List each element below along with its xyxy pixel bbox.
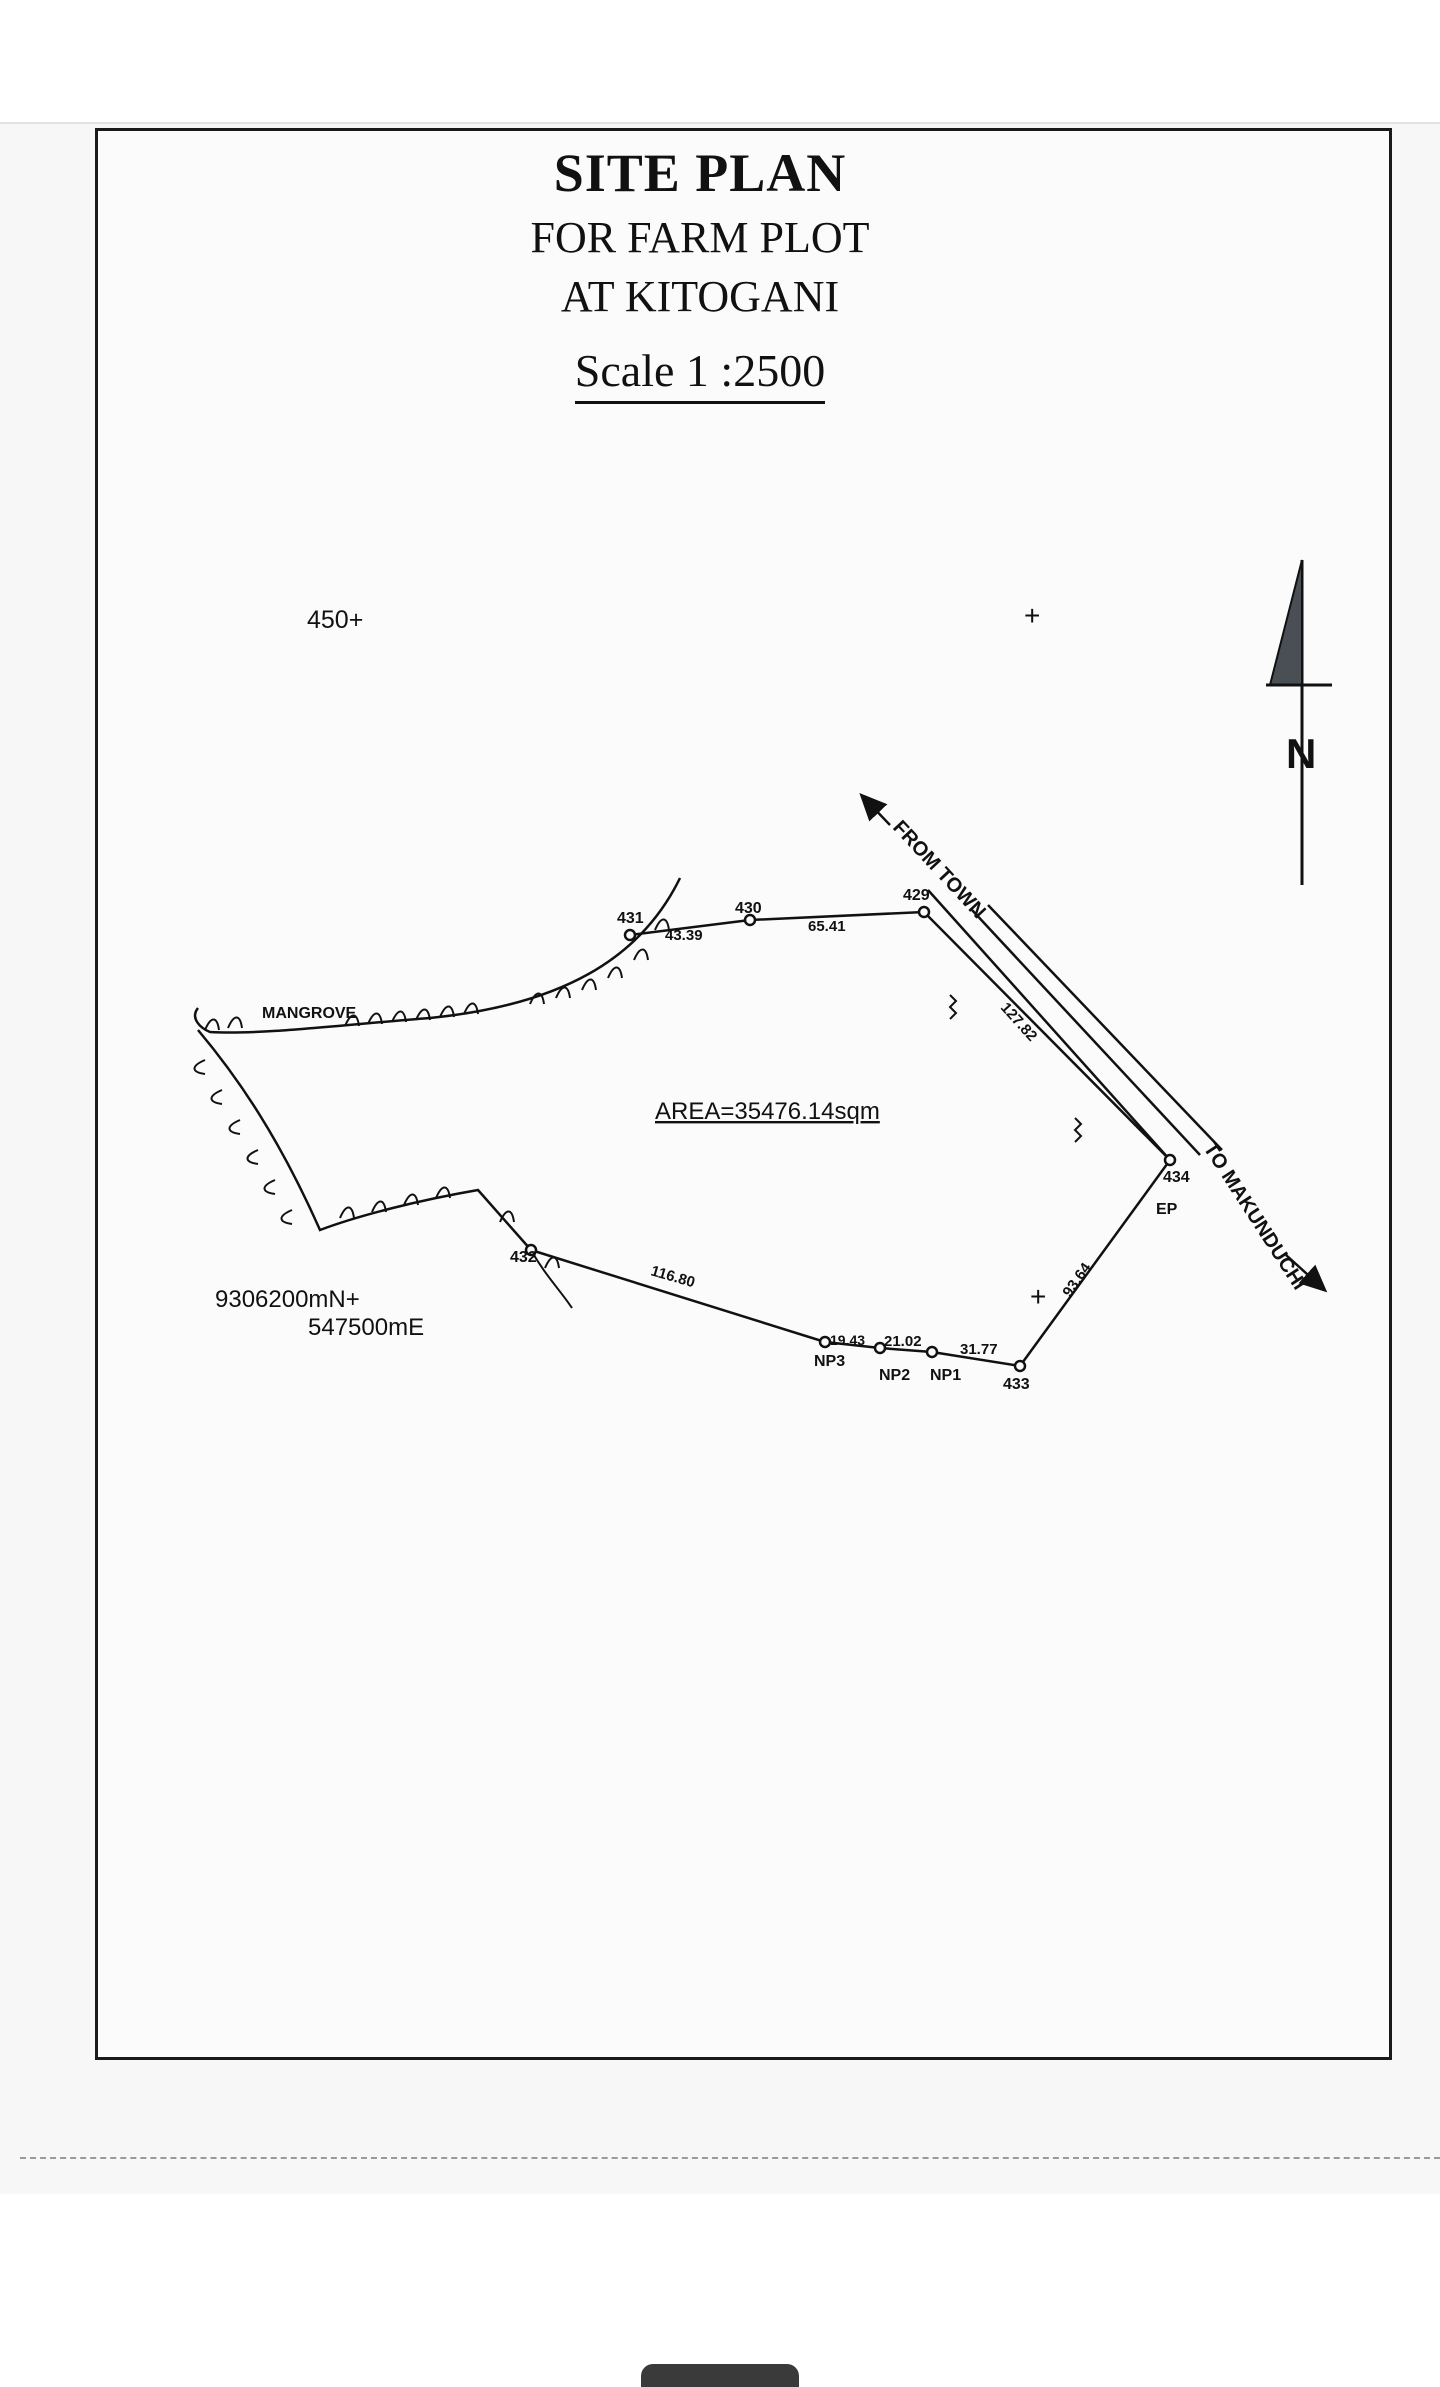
grid-mark-cross-2: + (1030, 1281, 1046, 1312)
title-block: SITE PLAN FOR FARM PLOT AT KITOGANI Scal… (440, 140, 960, 404)
beacon-np3: NP3 (814, 1353, 845, 1370)
mangrove-label: MANGROVE (262, 1005, 357, 1022)
beacon-np1: NP1 (930, 1367, 961, 1384)
arrow-from-town-icon (859, 792, 891, 826)
coordinate-easting: 547500mE (308, 1314, 424, 1341)
beacon-430: 430 (735, 900, 762, 917)
scale-label: Scale 1 :2500 (574, 344, 826, 404)
beacon-ep: EP (1156, 1201, 1178, 1218)
arrow-to-makunduchi-icon (1285, 1254, 1328, 1293)
distance-434-433: 93.64 (1059, 1259, 1095, 1300)
beacon-429: 429 (903, 887, 930, 904)
title-main: SITE PLAN (553, 143, 847, 203)
mangrove-icon (193, 918, 670, 1269)
distance-433-np1: 31.77 (960, 1341, 998, 1358)
beacon-np2: NP2 (879, 1367, 910, 1384)
north-arrow-icon: N (1266, 559, 1332, 885)
grid-mark-cross-1: + (1024, 600, 1040, 631)
road-from-town-label: FROM TOWN (888, 816, 989, 923)
beacon-433: 433 (1003, 1376, 1030, 1393)
road: FROM TOWN TO MAKUNDUCHI (859, 792, 1328, 1294)
distance-431-430: 43.39 (665, 927, 703, 944)
beacon-431: 431 (617, 910, 644, 927)
road-to-makunduchi-label: TO MAKUNDUCHI (1199, 1139, 1310, 1294)
title-line-1: FOR FARM PLOT (530, 213, 870, 262)
area-label: AREA=35476.14sqm (655, 1098, 880, 1125)
grid-mark-450: 450+ (307, 606, 363, 634)
title-line-2: AT KITOGANI (560, 272, 840, 321)
home-indicator[interactable] (641, 2364, 799, 2387)
sheet-bottom-rule (20, 2157, 1440, 2159)
beacon-432: 432 (510, 1249, 537, 1266)
distance-np3-432: 116.80 (649, 1263, 697, 1292)
distance-np2-np3: 19.43 (830, 1332, 865, 1348)
north-label: N (1286, 730, 1316, 777)
distance-430-429: 65.41 (808, 918, 846, 935)
drawing-frame (95, 128, 1392, 2060)
coordinate-northing: 9306200mN+ (215, 1286, 360, 1313)
beacon-markers (524, 905, 1177, 1373)
beacon-434: 434 (1163, 1169, 1190, 1186)
distance-np1-np2: 21.02 (884, 1333, 922, 1350)
